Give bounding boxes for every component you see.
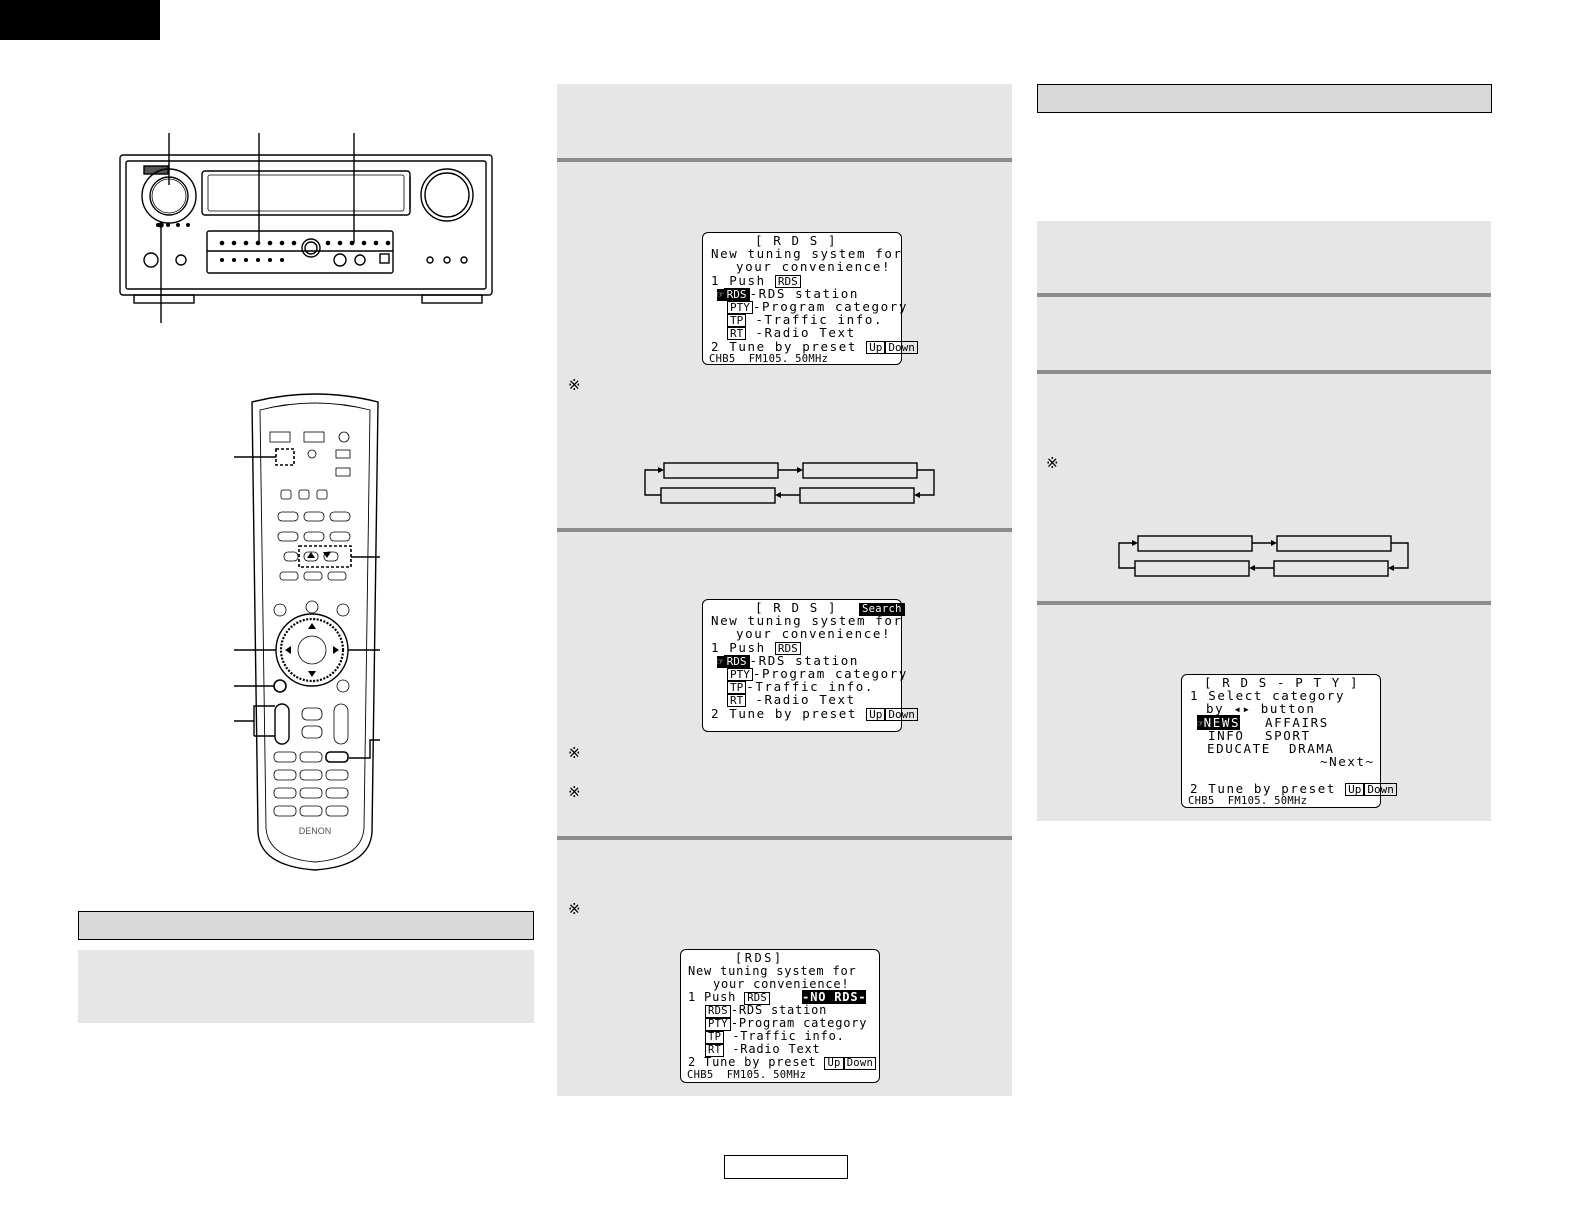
right-section-header-bar	[1037, 84, 1492, 113]
note-mark: ※	[568, 783, 581, 801]
osd-line: New tuning system for	[711, 246, 903, 261]
osd-line: -RDS station	[730, 1003, 828, 1017]
category-item: EDUCATE	[1207, 741, 1271, 756]
rds-key-label: RDS	[705, 1005, 731, 1018]
osd-line: your convenience!	[713, 977, 850, 991]
up-key-label: Up	[1345, 783, 1365, 796]
down-key-label: Down	[1364, 783, 1397, 796]
category-item-selected: NEWS	[1203, 715, 1241, 730]
osd-line: by ◂▸ button	[1206, 701, 1316, 716]
cycle-flow-diagram	[644, 462, 935, 504]
osd-line: New tuning system for	[711, 613, 903, 628]
osd-line: -Radio Text	[755, 325, 856, 340]
no-rds-status: -NO RDS-	[802, 990, 867, 1004]
rds-key-label: RDS	[774, 642, 801, 655]
osd-rds-pty-screen: [ R D S - P T Y ] 1 Select category by ◂…	[1181, 674, 1397, 808]
osd-line: -RDS station	[749, 653, 860, 668]
osd-line: 1 Push	[688, 990, 737, 1004]
osd-no-rds-screen: [RDS] New tuning system for your conveni…	[680, 949, 880, 1083]
language-tab	[0, 0, 160, 40]
osd-line: -Radio Text	[724, 1042, 821, 1056]
rds-key-label: RDS	[723, 288, 750, 301]
cursor-icon: ☞	[1197, 718, 1204, 730]
osd-line: -RDS station	[749, 286, 860, 301]
rds-key-label: RDS	[774, 275, 801, 288]
note-mark: ※	[568, 900, 581, 918]
step-panel-r2	[1037, 297, 1491, 370]
left-section-header-bar	[78, 911, 534, 940]
osd-line: -Program category	[730, 1016, 868, 1030]
category-item: AFFAIRS	[1265, 715, 1329, 730]
left-section-panel	[78, 950, 534, 1023]
step-panel-r1	[1037, 221, 1491, 293]
osd-next-indicator: ~Next~	[1320, 754, 1375, 769]
osd-line: -Program category	[752, 299, 909, 314]
osd-line: -Traffic info.	[746, 679, 875, 694]
osd-frequency: CHB5 FM105. 50MHz	[709, 353, 829, 365]
osd-line: -Traffic info.	[724, 1029, 845, 1043]
osd-title: [RDS]	[735, 951, 784, 965]
osd-rds-search-screen: [ R D S ] Search New tuning system for y…	[702, 599, 918, 732]
step-panel-r3	[1037, 374, 1491, 601]
osd-line: your convenience!	[736, 626, 892, 641]
tp-key-label: TP	[727, 681, 747, 694]
step-panel-1	[557, 84, 1012, 158]
osd-rds-screen: [ R D S ] New tuning system for your con…	[702, 232, 918, 365]
receiver-front-panel-illustration	[119, 133, 493, 323]
down-key-label: Down	[885, 341, 918, 354]
osd-line: 1 Push	[711, 273, 766, 288]
osd-line: your convenience!	[736, 259, 892, 274]
osd-line: 1 Push	[711, 640, 766, 655]
down-key-label: Down	[843, 1057, 877, 1070]
remote-control-illustration: DENON	[234, 393, 380, 871]
osd-line: -Program category	[752, 666, 909, 681]
search-status-badge: Search	[859, 603, 905, 616]
osd-line: New tuning system for	[688, 964, 857, 978]
step-divider	[1037, 293, 1491, 297]
step-divider	[1037, 370, 1491, 374]
pty-key-label: PTY	[705, 1018, 731, 1031]
osd-line: 2 Tune by preset	[1190, 781, 1337, 796]
down-key-label: Down	[885, 708, 918, 721]
osd-line: -Traffic info.	[755, 312, 884, 327]
cursor-icon: ☞	[717, 289, 724, 301]
note-mark: ※	[1046, 454, 1059, 472]
step-divider	[557, 158, 1012, 162]
pty-key-label: PTY	[727, 668, 753, 681]
osd-line: 2 Tune by preset	[711, 339, 858, 354]
osd-title: [ R D S - P T Y ]	[1204, 675, 1360, 690]
category-item: SPORT	[1265, 728, 1311, 743]
osd-title: [ R D S ]	[755, 233, 838, 248]
rt-key-label: RT	[705, 1044, 725, 1057]
step-divider	[1037, 601, 1491, 605]
up-key-label: Up	[866, 341, 886, 354]
category-item: DRAMA	[1289, 741, 1335, 756]
osd-line: -Radio Text	[755, 692, 856, 707]
step-divider	[557, 528, 1012, 532]
up-key-label: Up	[866, 708, 886, 721]
up-key-label: Up	[824, 1057, 844, 1070]
osd-line: 2 Tune by preset	[711, 706, 858, 721]
pty-key-label: PTY	[727, 301, 753, 314]
category-item: INFO	[1208, 728, 1245, 743]
osd-line: 1 Select category	[1190, 688, 1346, 703]
osd-frequency: CHB5 FM105. 50MHz	[687, 1069, 807, 1081]
rds-key-label: RDS	[723, 655, 750, 668]
step-divider	[557, 836, 1012, 840]
cycle-flow-diagram	[1118, 535, 1409, 577]
page-number-box	[724, 1155, 848, 1179]
cursor-icon: ☞	[717, 656, 724, 668]
osd-frequency: CHB5 FM105. 50MHz	[1188, 795, 1308, 807]
osd-line: 2 Tune by preset	[688, 1055, 817, 1069]
remote-brand-label: DENON	[299, 826, 332, 836]
note-mark: ※	[568, 376, 581, 394]
tp-key-label: TP	[705, 1031, 725, 1044]
osd-title: [ R D S ]	[755, 600, 838, 615]
note-mark: ※	[568, 744, 581, 762]
